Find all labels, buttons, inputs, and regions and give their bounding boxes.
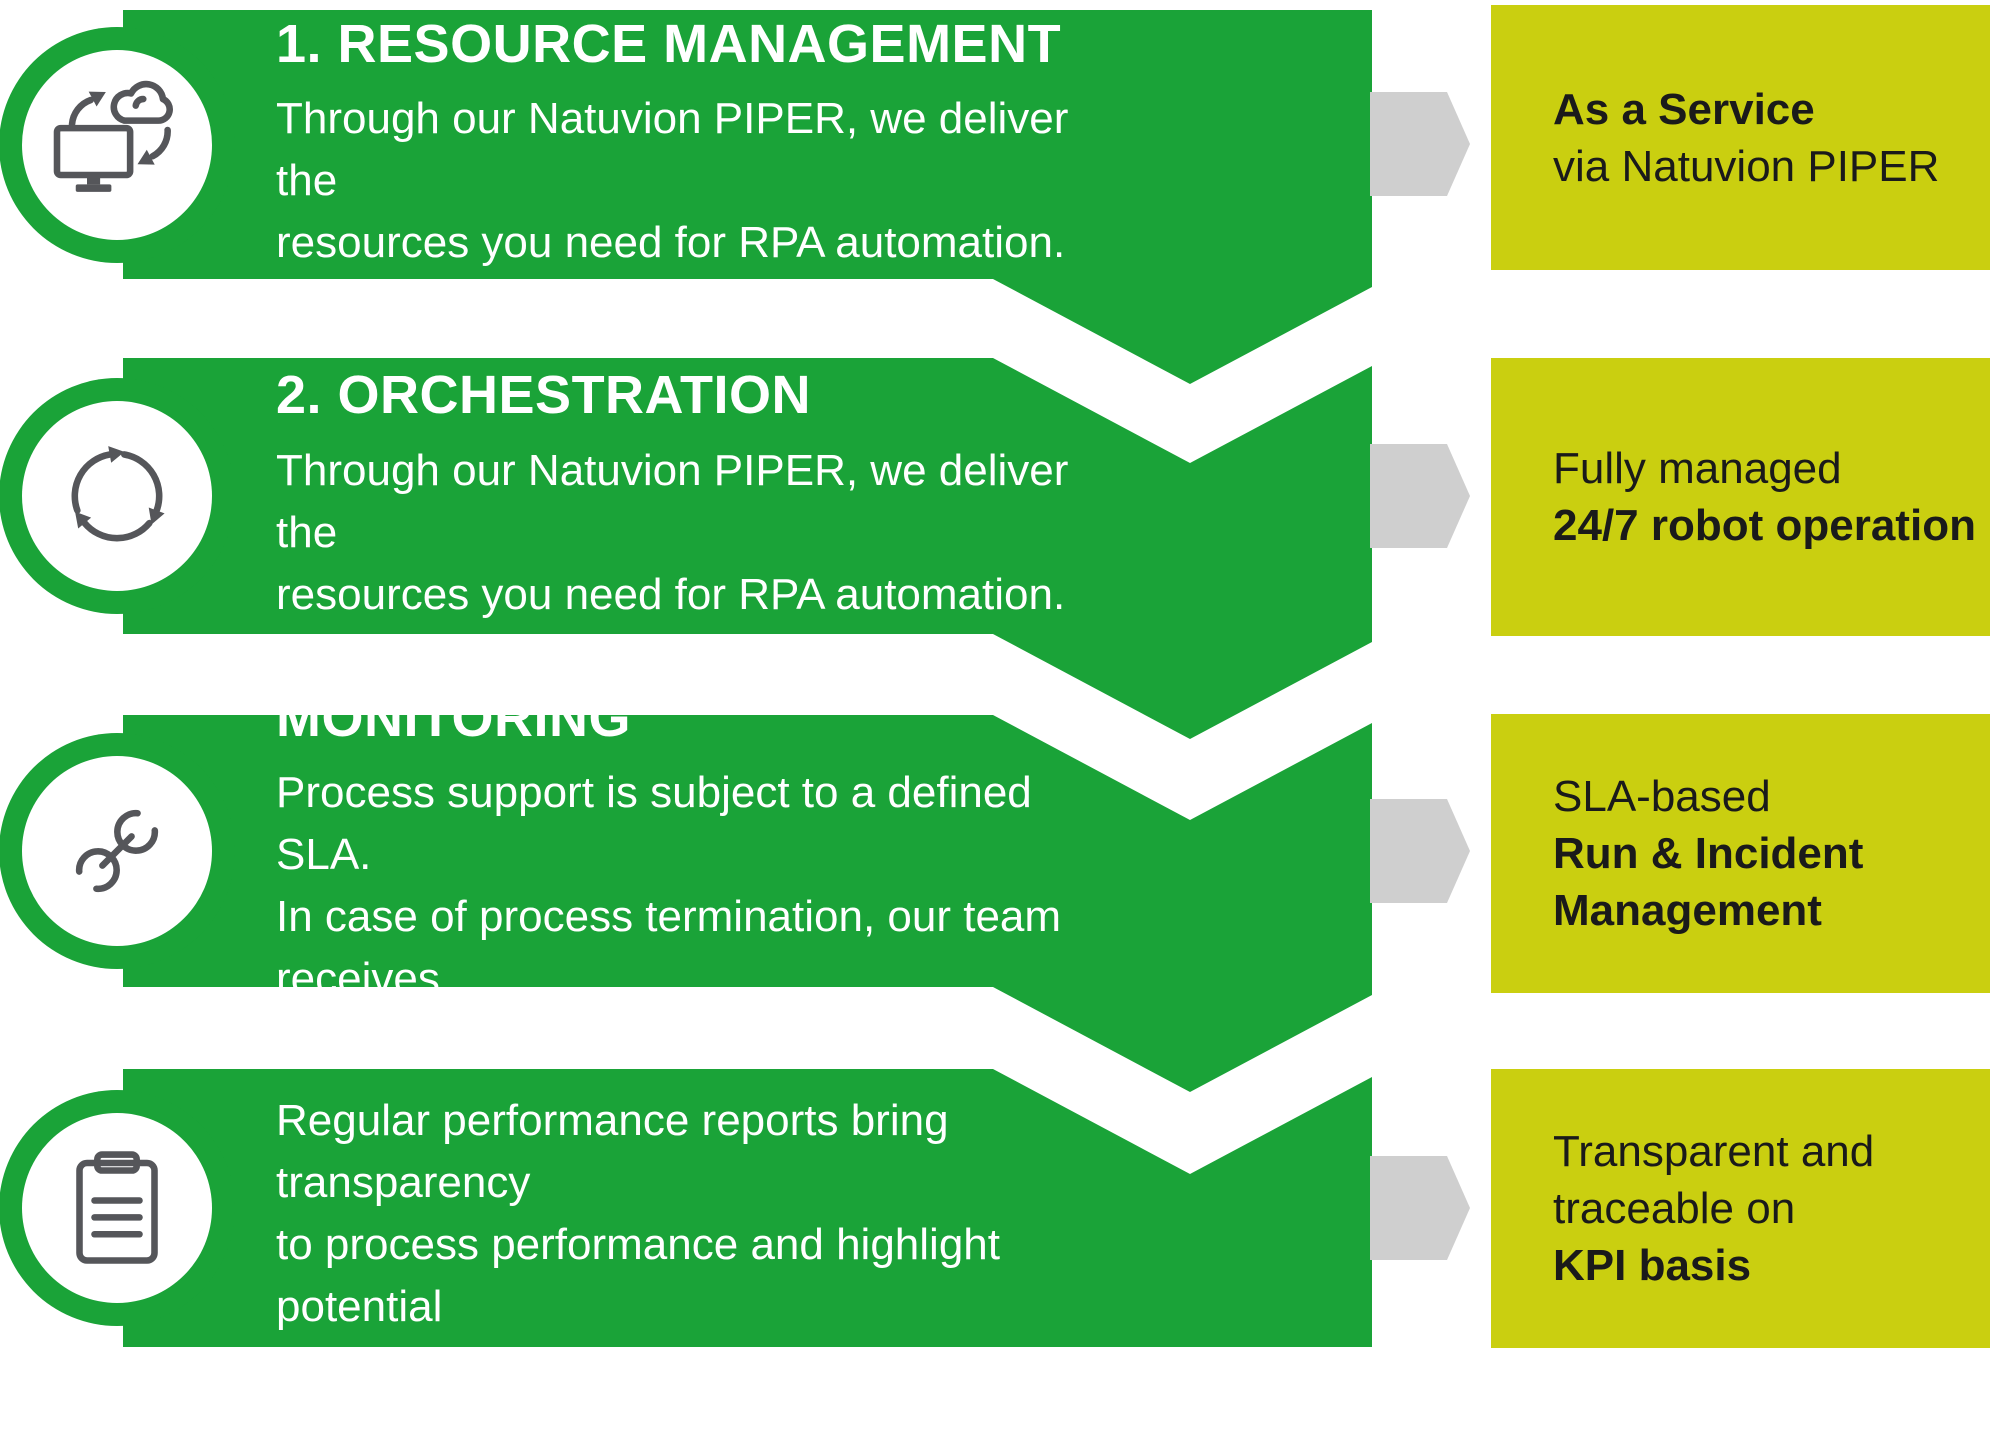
- step-content: 2. ORCHESTRATION Through our Natuvion PI…: [276, 358, 1106, 634]
- right-arrow-icon: [1370, 799, 1470, 903]
- result-line: via Natuvion PIPER: [1553, 141, 1940, 191]
- step-banner-resource-management: 1. RESOURCE MANAGEMENT Through our Natuv…: [123, 10, 1372, 384]
- cycle-arrows-icon: [71, 446, 165, 542]
- step-banner-orchestration: 2. ORCHESTRATION Through our Natuvion PI…: [123, 358, 1372, 739]
- step-description: Through our Natuvion PIPER, we deliver t…: [276, 445, 1069, 619]
- result-line: Management: [1553, 886, 1822, 935]
- step-title: 3. MAINTENANCE & MONITORING: [276, 628, 798, 748]
- step-description: Process support is subject to a defined …: [276, 768, 1062, 1066]
- result-box-kpi-basis: Transparent and traceable on KPI basis: [1491, 1069, 1990, 1348]
- step-title: 4. REPORTING: [276, 1015, 664, 1076]
- step-banner-reporting: 4. REPORTING Regular performance reports…: [123, 1069, 1372, 1347]
- result-box-as-a-service: As a Service via Natuvion PIPER: [1491, 5, 1990, 270]
- step-icon-circle: [0, 1090, 235, 1326]
- step-content: 4. REPORTING Regular performance reports…: [276, 1069, 1106, 1347]
- step-title: 1. RESOURCE MANAGEMENT: [276, 13, 1062, 74]
- result-line: Transparent and: [1553, 1127, 1875, 1176]
- result-line: KPI basis: [1553, 1241, 1752, 1290]
- step-banner-maintenance-monitoring: 3. MAINTENANCE & MONITORING Process supp…: [123, 715, 1372, 1092]
- step-content: 3. MAINTENANCE & MONITORING Process supp…: [276, 715, 1106, 1065]
- right-arrow-icon: [1370, 92, 1470, 196]
- result-line: SLA-based: [1553, 772, 1771, 821]
- wrench-icon: [75, 809, 159, 893]
- result-line: Fully managed: [1553, 444, 1842, 493]
- result-line: Run & Incident: [1553, 829, 1864, 878]
- result-line: 24/7 robot operation: [1553, 501, 1976, 550]
- step-icon-circle: [0, 733, 235, 969]
- step-icon-circle: [0, 378, 235, 614]
- clipboard-report-icon: [76, 1151, 158, 1264]
- step-icon-circle: [0, 27, 235, 263]
- result-line: As a Service: [1553, 84, 1815, 134]
- step-title: 2. ORCHESTRATION: [276, 365, 812, 426]
- result-box-run-incident: SLA-based Run & Incident Management: [1491, 714, 1990, 993]
- step-description: Regular performance reports bring transp…: [276, 1095, 1000, 1393]
- right-arrow-icon: [1370, 1156, 1470, 1260]
- computer-cloud-sync-icon: [53, 80, 173, 192]
- result-box-robot-operation: Fully managed 24/7 robot operation: [1491, 358, 1990, 636]
- right-arrow-icon: [1370, 444, 1470, 548]
- step-content: 1. RESOURCE MANAGEMENT Through our Natuv…: [276, 10, 1106, 279]
- result-line: traceable on: [1553, 1184, 1796, 1233]
- step-description: Through our Natuvion PIPER, we deliver t…: [276, 94, 1069, 268]
